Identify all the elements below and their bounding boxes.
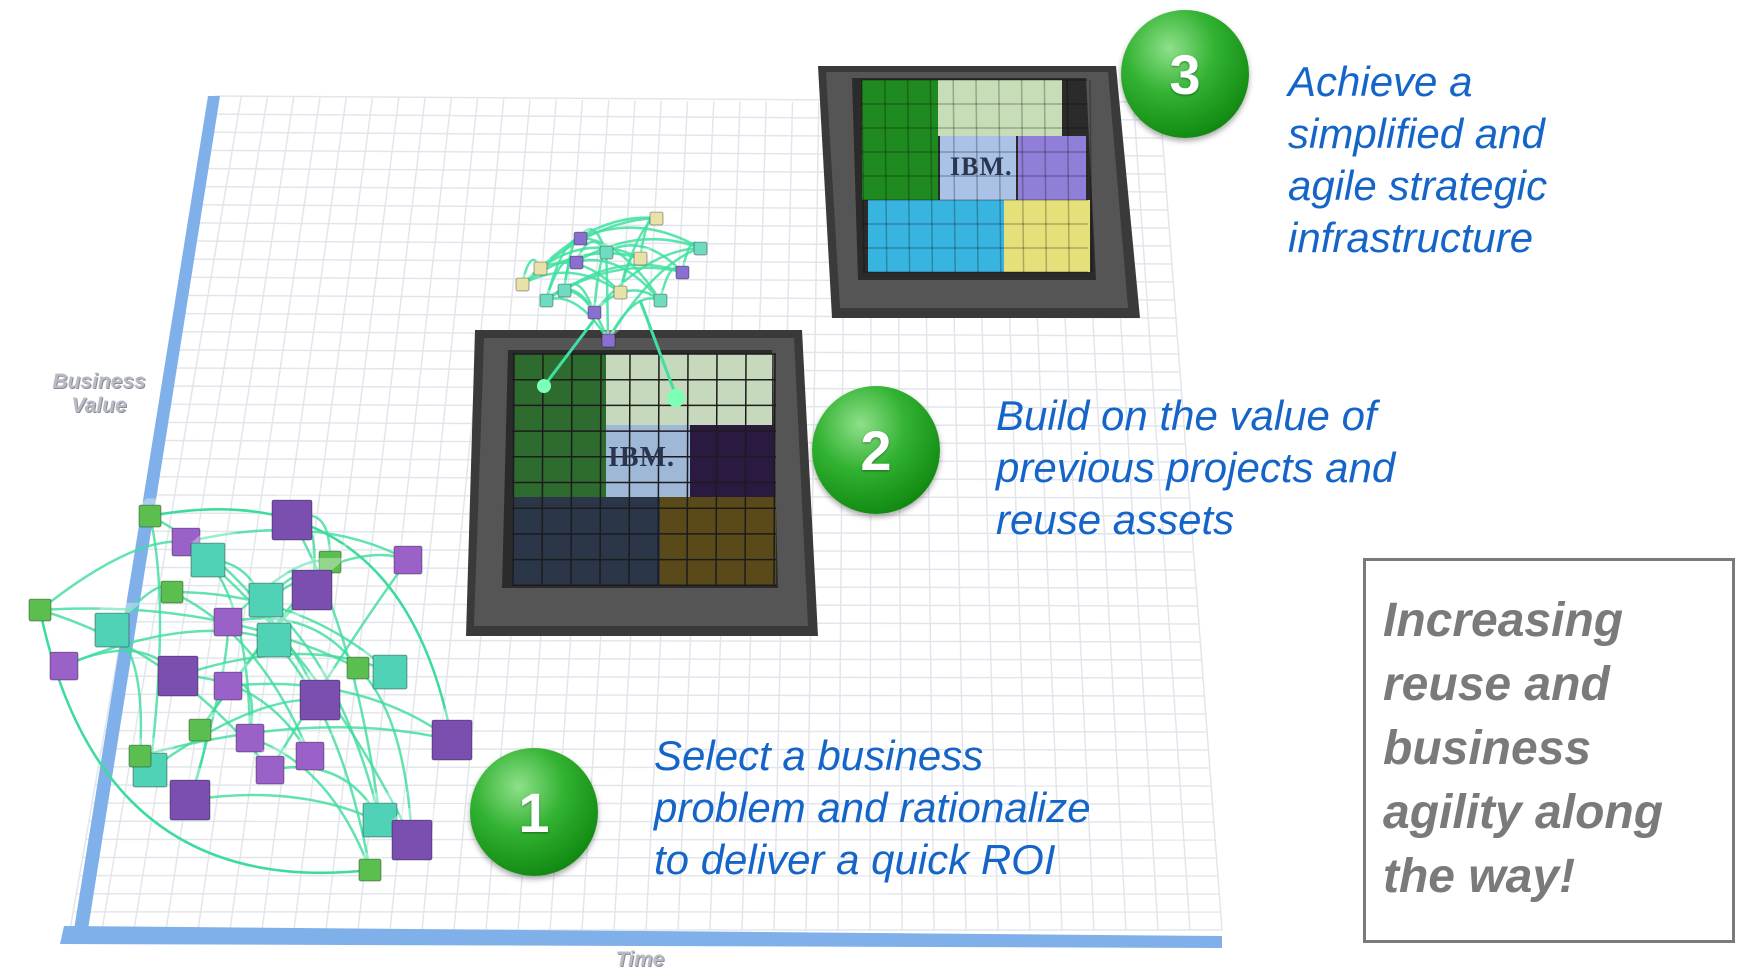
ibm-logo-platform-3: IBM. xyxy=(950,152,1013,181)
step-3-line-1: Achieve a xyxy=(1288,58,1473,105)
x-axis-label: Time xyxy=(615,948,665,971)
step-2-badge: 2 xyxy=(812,386,940,514)
step-1-line-3: to deliver a quick ROI xyxy=(654,836,1056,883)
step-1-badge: 1 xyxy=(470,748,598,876)
step-3-line-3: agile strategic xyxy=(1288,162,1548,209)
callout-line-3: business xyxy=(1383,722,1592,775)
callout-line-4: agility along xyxy=(1383,786,1664,839)
step-2-line-1: Build on the value of xyxy=(996,392,1377,439)
platform-2 xyxy=(466,330,818,636)
step-1-text: Select a business problem and rationaliz… xyxy=(654,730,1091,886)
step-3-line-2: simplified and xyxy=(1288,110,1545,157)
callout-text: Increasing reuse and business agility al… xyxy=(1383,589,1663,909)
network-cluster-large xyxy=(28,488,486,882)
ibm-logo-platform-2: IBM. xyxy=(608,442,675,473)
callout-box xyxy=(1363,558,1735,943)
y-axis-label: Business Value xyxy=(44,370,154,418)
step-3-text: Achieve a simplified and agile strategic… xyxy=(1288,56,1547,264)
callout-line-5: the way! xyxy=(1383,850,1576,903)
x-axis xyxy=(60,926,1222,948)
step-3-badge: 3 xyxy=(1121,10,1249,138)
step-1-line-2: problem and rationalize xyxy=(654,784,1091,831)
platform-3 xyxy=(818,66,1140,318)
step-2-line-2: previous projects and xyxy=(996,444,1396,491)
y-axis-label-line-1: Business xyxy=(52,370,146,393)
step-2-text: Build on the value of previous projects … xyxy=(996,390,1395,546)
callout-line-1: Increasing xyxy=(1383,594,1624,647)
step-3-line-4: infrastructure xyxy=(1288,214,1534,261)
y-axis-label-line-2: Value xyxy=(71,394,127,417)
network-cluster-small xyxy=(515,208,712,407)
step-1-line-1: Select a business xyxy=(654,732,984,779)
step-2-line-3: reuse assets xyxy=(996,496,1235,543)
callout-line-2: reuse and xyxy=(1383,658,1610,711)
